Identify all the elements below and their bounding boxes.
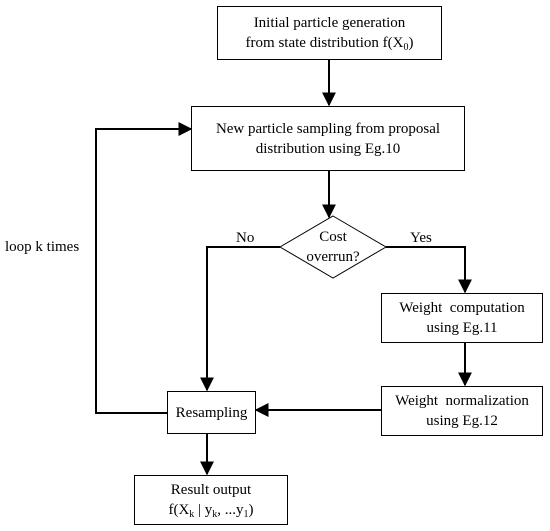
initial-generation-line1: Initial particle generation xyxy=(253,15,406,31)
arrow-yes-to-weight-computation xyxy=(386,246,472,294)
decision-label: Cost overrun? xyxy=(306,229,360,265)
initial-generation-line2: from state distribution f(X0) xyxy=(245,35,414,53)
weight-normalization-box: Weight normalization using Eg.12 xyxy=(381,386,543,436)
weight-computation-box: Weight computation using Eg.11 xyxy=(381,293,543,343)
edge-label-loop: loop k times xyxy=(5,239,80,255)
decision-diamond xyxy=(279,215,387,279)
arrow-no-to-resampling xyxy=(200,246,280,392)
particle-sampling-line1: New particle sampling from proposal xyxy=(215,120,441,137)
initial-generation-box: Initial particle generation from state d… xyxy=(217,6,442,60)
edge-label-no: No xyxy=(236,230,255,246)
edge-label-yes: Yes xyxy=(410,230,432,246)
result-output-formula: f(Xk | yk, ...y1) xyxy=(168,502,254,520)
arrow-loop-back xyxy=(95,122,193,414)
particle-sampling-line2: distribution using Eg.10 xyxy=(255,140,401,157)
result-output-box: Result output f(Xk | yk, ...y1) xyxy=(134,475,288,525)
resampling-box: Resampling xyxy=(167,391,256,434)
particle-sampling-box: New particle sampling from proposal dist… xyxy=(191,106,465,171)
